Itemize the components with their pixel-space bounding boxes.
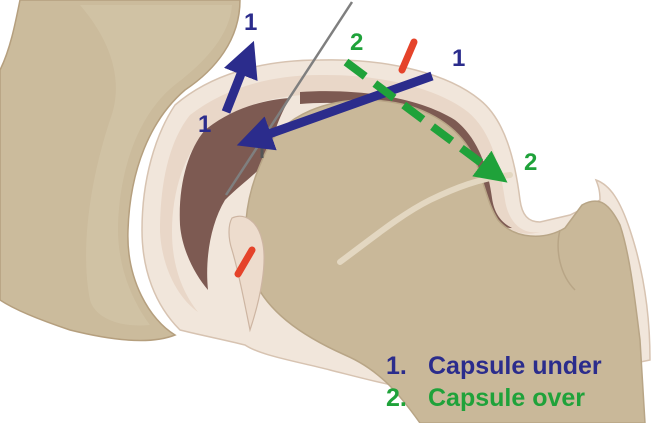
capsule-marker-top bbox=[402, 42, 414, 70]
over-label-top: 2 bbox=[350, 29, 363, 56]
legend-item-capsule-under: 1. Capsule under bbox=[386, 350, 661, 382]
over-label-right: 2 bbox=[524, 149, 537, 176]
legend-text: Capsule over bbox=[428, 382, 585, 414]
under-label-top: 1 bbox=[244, 9, 257, 36]
legend-item-capsule-over: 2. Capsule over bbox=[386, 382, 661, 414]
under-label-right: 1 bbox=[452, 45, 465, 72]
legend: 1. Capsule under 2. Capsule over bbox=[386, 350, 661, 414]
legend-number: 1. bbox=[386, 350, 428, 382]
under-label-left: 1 bbox=[198, 111, 211, 138]
legend-text: Capsule under bbox=[428, 350, 602, 382]
legend-number: 2. bbox=[386, 382, 428, 414]
